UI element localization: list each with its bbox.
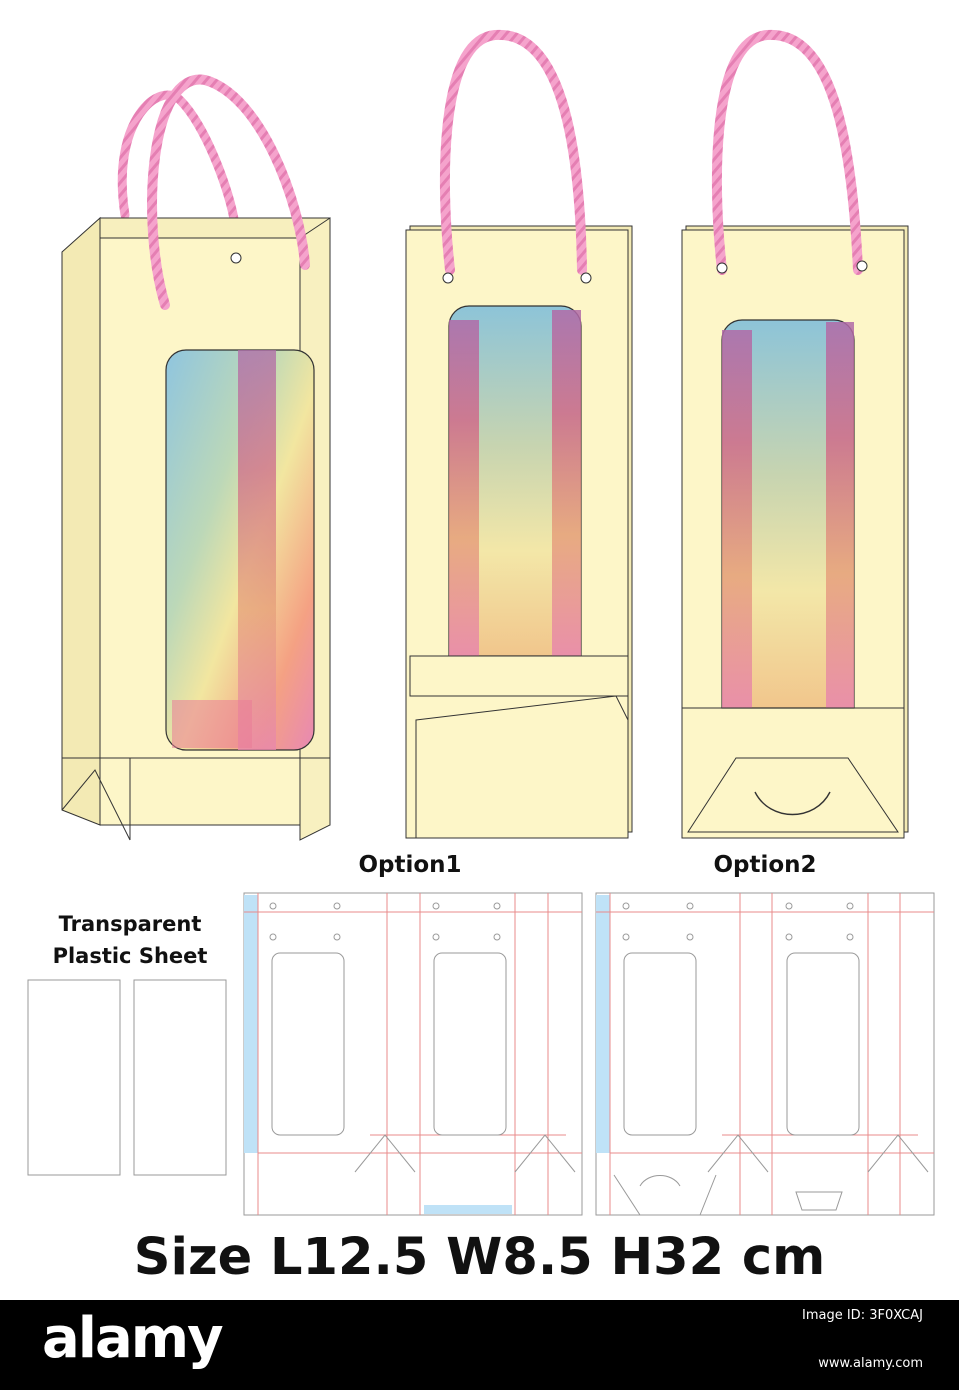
site-url: www.alamy.com — [818, 1356, 923, 1371]
dieline-option-2 — [595, 892, 935, 1216]
option-1-label: Option1 — [358, 852, 462, 878]
bag-3-front — [681, 29, 909, 839]
transparent-plastic-sheets — [27, 979, 227, 1176]
brand-logo: alamy — [42, 1306, 224, 1371]
size-caption: Size L12.5 W8.5 H32 cm — [133, 1228, 826, 1287]
watermark-footer — [0, 1300, 959, 1390]
dieline-option-1 — [243, 892, 583, 1216]
transparent-sheet-label-line-1: Transparent — [58, 912, 202, 936]
transparent-sheet-label-line-2: Plastic Sheet — [52, 944, 208, 968]
bag-1-3d — [61, 74, 331, 841]
dieline-illustration — [27, 29, 935, 1216]
image-id: Image ID: 3F0XCAJ — [802, 1308, 923, 1323]
option-2-label: Option2 — [713, 852, 817, 878]
bag-2-front — [405, 29, 633, 839]
